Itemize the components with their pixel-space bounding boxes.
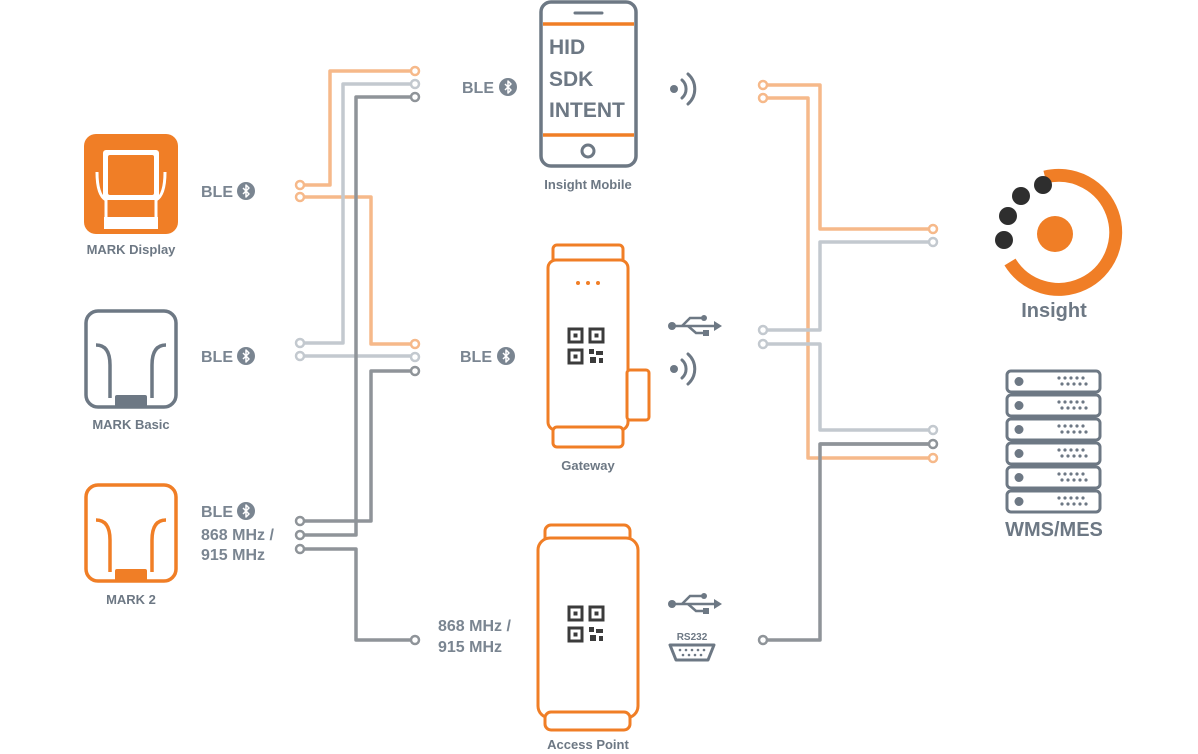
mark-2-ble-label: BLE	[201, 504, 233, 521]
bluetooth-icon	[236, 346, 256, 366]
mark-2-label: MARK 2	[106, 592, 156, 607]
insight-label: Insight	[1021, 300, 1087, 322]
mark-basic-ble-label: BLE	[201, 349, 233, 366]
mark-display-label: MARK Display	[87, 242, 177, 257]
serial-port-icon	[668, 643, 716, 662]
bluetooth-icon	[496, 346, 516, 366]
mark-2-connectivity: BLE 868 MHz / 915 MHz	[201, 501, 274, 564]
wms-mes-server: WMS/MES	[1005, 369, 1103, 541]
mark-basic-label: MARK Basic	[92, 417, 169, 432]
line-mark2-to-access-point	[300, 547, 415, 642]
usb-icon	[666, 591, 724, 616]
rs232-port: RS232	[668, 632, 716, 662]
mark-display-ble-label: BLE	[201, 184, 233, 201]
insight-mobile-label: Insight Mobile	[544, 177, 631, 192]
bluetooth-icon	[236, 181, 256, 201]
gateway-label: Gateway	[561, 458, 615, 473]
access-point-radio: 868 MHz / 915 MHz	[438, 618, 511, 656]
gateway-ble-label: BLE	[460, 349, 492, 366]
phone-screen-intent: INTENT	[549, 99, 625, 122]
phone-ble: BLE	[462, 77, 518, 97]
mark-2-device: MARK 2	[84, 483, 178, 607]
connection-endpoints	[294, 65, 939, 646]
access-point-radio-line2: 915 MHz	[438, 639, 502, 656]
bluetooth-icon	[236, 501, 256, 521]
usb-icon	[666, 313, 724, 338]
line-mark-display-to-phone	[300, 69, 415, 187]
access-point-label: Access Point	[547, 737, 629, 752]
insight-logo: Insight	[995, 168, 1123, 322]
phone-screen-sdk: SDK	[549, 68, 593, 91]
mark-display-device: MARK Display	[84, 134, 178, 257]
line-mark2-to-phone	[300, 95, 415, 537]
line-mark2-to-gateway	[300, 369, 415, 523]
rs232-label: RS232	[677, 632, 708, 643]
line-phone-to-wms	[763, 96, 933, 460]
mark-2-radio-line2: 915 MHz	[201, 547, 265, 564]
mark-display-ble: BLE	[201, 181, 256, 201]
line-phone-to-insight	[763, 83, 933, 231]
wms-mes-label: WMS/MES	[1005, 519, 1103, 541]
line-gateway-to-insight	[763, 240, 933, 332]
connection-lines	[300, 69, 933, 642]
insight-mobile-device: HID SDK INTENT Insight Mobile	[539, 0, 638, 192]
mark-basic-device: MARK Basic	[84, 309, 178, 432]
wireless-signal-icon	[668, 72, 697, 106]
mark-2-radio-line1: 868 MHz /	[201, 527, 274, 544]
phone-ble-label: BLE	[462, 80, 494, 97]
gateway-device: Gateway	[546, 243, 651, 473]
gateway-ble: BLE	[460, 346, 516, 366]
phone-screen-hid: HID	[549, 36, 585, 59]
access-point-device: Access Point	[536, 523, 640, 752]
line-mark-display-to-gateway	[300, 195, 415, 346]
line-gateway-to-wms	[763, 342, 933, 432]
line-access-point-to-wms	[763, 442, 933, 642]
access-point-radio-line1: 868 MHz /	[438, 618, 511, 635]
bluetooth-icon	[498, 77, 518, 97]
wireless-signal-icon	[668, 352, 697, 386]
mark-basic-ble: BLE	[201, 346, 256, 366]
line-mark-basic-to-phone	[300, 82, 415, 345]
